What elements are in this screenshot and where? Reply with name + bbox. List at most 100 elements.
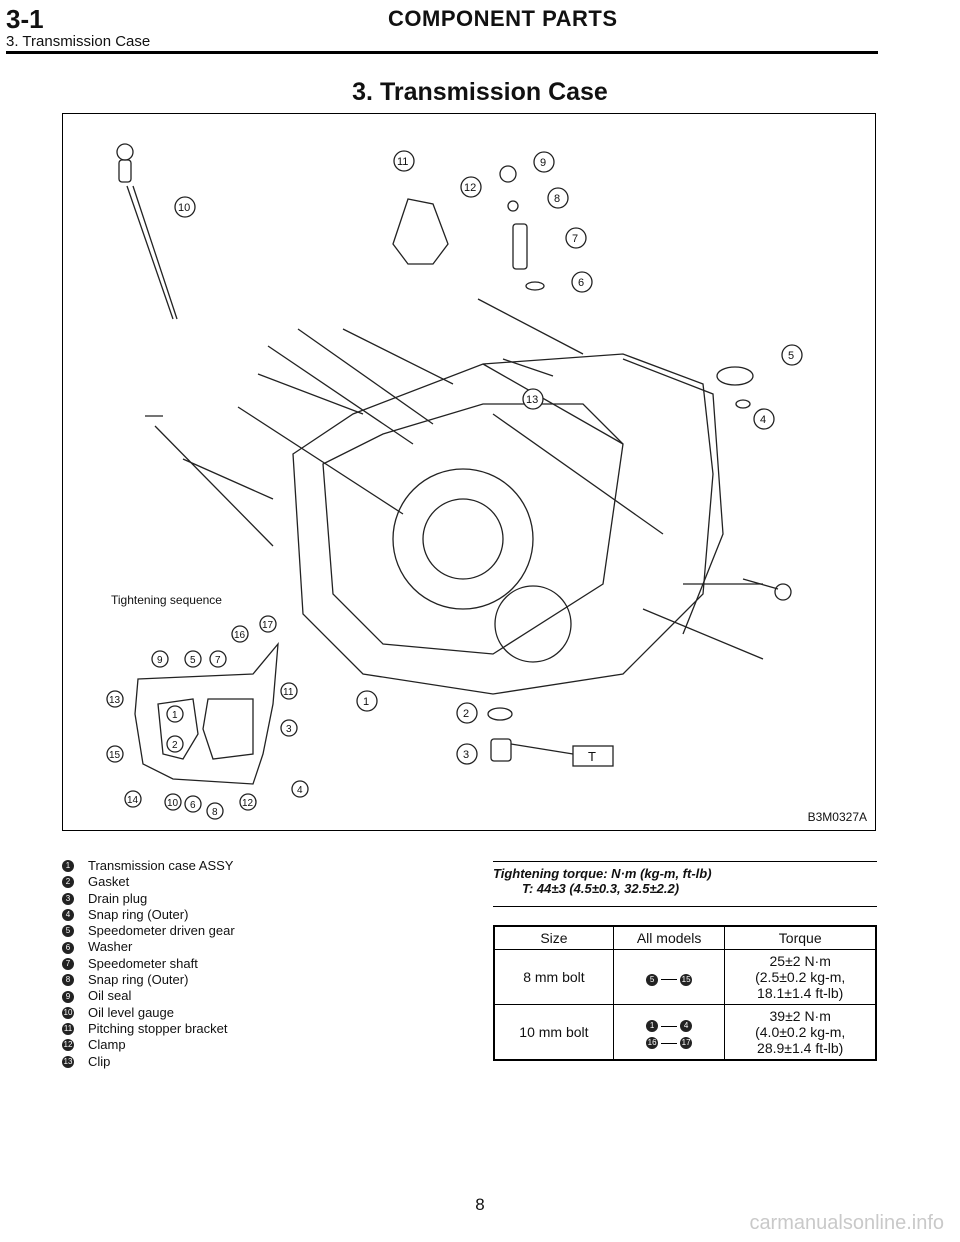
legend-item: 6 Washer — [62, 939, 462, 955]
long-bolts — [145, 298, 584, 547]
figure-code: B3M0327A — [807, 810, 867, 824]
svg-text:10: 10 — [167, 798, 179, 809]
legend-number: 10 — [62, 1006, 74, 1019]
range-dash — [661, 1042, 678, 1044]
svg-text:3: 3 — [286, 724, 292, 735]
svg-text:17: 17 — [262, 620, 274, 631]
legend-number: 9 — [62, 990, 74, 1003]
header-title: COMPONENT PARTS — [388, 6, 618, 31]
legend-number: 6 — [62, 941, 74, 954]
table-cell-size: 8 mm bolt — [493, 949, 614, 1005]
table-header: All models — [612, 925, 726, 950]
svg-text:9: 9 — [157, 655, 163, 666]
diagram-drawing: T 11 9 12 8 10 7 6 5 13 4 1 2 3 9 5 7 16 — [106, 143, 803, 820]
legend-item: 5 Speedometer driven gear — [62, 923, 462, 939]
svg-text:4: 4 — [760, 414, 766, 426]
legend-text: Oil level gauge — [88, 1004, 174, 1020]
torque-line: 18.1±1.4 ft-lb) — [757, 985, 844, 1001]
pitching-stopper-bracket — [392, 198, 449, 265]
svg-text:9: 9 — [540, 157, 546, 169]
legend-item: 2 Gasket — [62, 874, 462, 890]
svg-text:10: 10 — [178, 202, 190, 214]
table-cell-torque: 39±2 N·m (4.0±0.2 kg-m, 28.9±1.4 ft-lb) — [724, 1004, 877, 1061]
range-end: 17 — [680, 1037, 693, 1049]
svg-text:7: 7 — [215, 655, 221, 666]
table-cell-size: 10 mm bolt — [493, 1004, 614, 1061]
header-subtitle: 3. Transmission Case — [6, 33, 151, 50]
range-end: 4 — [680, 1020, 693, 1032]
svg-text:14: 14 — [127, 795, 139, 806]
header-section-number: 3-1 — [6, 4, 44, 34]
table-header: Size — [493, 925, 614, 950]
legend-number: 8 — [62, 974, 74, 987]
svg-text:1: 1 — [172, 710, 178, 721]
svg-text:13: 13 — [109, 695, 121, 706]
table-cell-models: 5 15 — [612, 949, 726, 1005]
torque-spec-box: Tightening torque: N·m (kg-m, ft-lb) T: … — [493, 861, 877, 907]
legend-number: 1 — [62, 860, 74, 873]
torque-line: 28.9±1.4 ft-lb) — [757, 1040, 844, 1056]
legend-number: 4 — [62, 909, 74, 922]
svg-text:5: 5 — [788, 350, 794, 362]
legend-item: 12 Clamp — [62, 1037, 462, 1053]
legend-text: Snap ring (Outer) — [88, 906, 189, 922]
oil-level-gauge — [116, 143, 178, 320]
legend-text: Clip — [88, 1053, 111, 1069]
legend-text: Gasket — [88, 874, 130, 890]
legend-text: Clamp — [88, 1037, 126, 1053]
svg-text:2: 2 — [172, 740, 178, 751]
svg-text:8: 8 — [554, 193, 560, 205]
legend-number: 2 — [62, 876, 74, 889]
legend-text: Washer — [88, 939, 133, 955]
legend-number: 5 — [62, 925, 74, 938]
svg-text:13: 13 — [526, 394, 538, 406]
legend-number: 13 — [62, 1055, 74, 1068]
legend-number: 11 — [62, 1023, 74, 1036]
legend-item: 1 Transmission case ASSY — [62, 858, 462, 874]
legend-item: 4 Snap ring (Outer) — [62, 907, 462, 923]
range-dash — [661, 979, 678, 980]
torque-tag-box — [572, 745, 614, 767]
legend-number: 3 — [62, 892, 74, 905]
svg-text:11: 11 — [283, 687, 294, 698]
torque-line: (2.5±0.2 kg-m, — [755, 969, 846, 985]
svg-text:6: 6 — [190, 800, 196, 811]
svg-text:12: 12 — [464, 182, 476, 194]
torque-table: Size All models Torque 8 mm bolt 5 15 25… — [493, 925, 877, 1061]
bolt-range: 16 17 — [646, 1037, 693, 1049]
svg-text:6: 6 — [578, 277, 584, 289]
legend-item: 10 Oil level gauge — [62, 1005, 462, 1021]
speedometer-parts — [499, 165, 754, 409]
range-end: 15 — [680, 973, 693, 986]
tightening-sequence-gasket — [134, 642, 279, 785]
svg-text:7: 7 — [572, 233, 578, 245]
legend-item: 13 Clip — [62, 1054, 462, 1070]
bolt-range: 5 15 — [646, 973, 693, 986]
range-start: 16 — [646, 1037, 659, 1049]
torque-line: 39±2 N·m — [769, 1008, 831, 1024]
legend-text: Speedometer driven gear — [88, 923, 235, 939]
svg-text:1: 1 — [363, 696, 369, 708]
right-bolts — [642, 578, 792, 660]
sequence-numbers: 9 5 7 16 17 13 11 1 3 2 15 4 14 10 6 8 1… — [106, 615, 309, 820]
torque-heading: Tightening torque: N·m (kg-m, ft-lb) — [493, 866, 712, 881]
legend-number: 7 — [62, 957, 74, 970]
exploded-diagram: T 11 9 12 8 10 7 6 5 13 4 1 2 3 9 5 7 16 — [62, 113, 876, 831]
drain-plug — [487, 707, 574, 762]
legend-text: Transmission case ASSY — [88, 858, 234, 873]
transmission-case-outline — [292, 353, 724, 695]
torque-line: 25±2 N·m — [769, 953, 831, 969]
svg-text:12: 12 — [242, 798, 254, 809]
legend-item: 7 Speedometer shaft — [62, 956, 462, 972]
table-cell-torque: 25±2 N·m (2.5±0.2 kg-m, 18.1±1.4 ft-lb) — [724, 949, 877, 1005]
table-cell-models: 1 4 16 17 — [612, 1004, 726, 1061]
legend-text: Speedometer shaft — [88, 955, 198, 971]
legend-number: 12 — [62, 1039, 74, 1052]
svg-text:5: 5 — [190, 655, 196, 666]
table-header: Torque — [724, 925, 877, 950]
torque-value: T: 44±3 (4.5±0.3, 32.5±2.2) — [522, 881, 680, 896]
